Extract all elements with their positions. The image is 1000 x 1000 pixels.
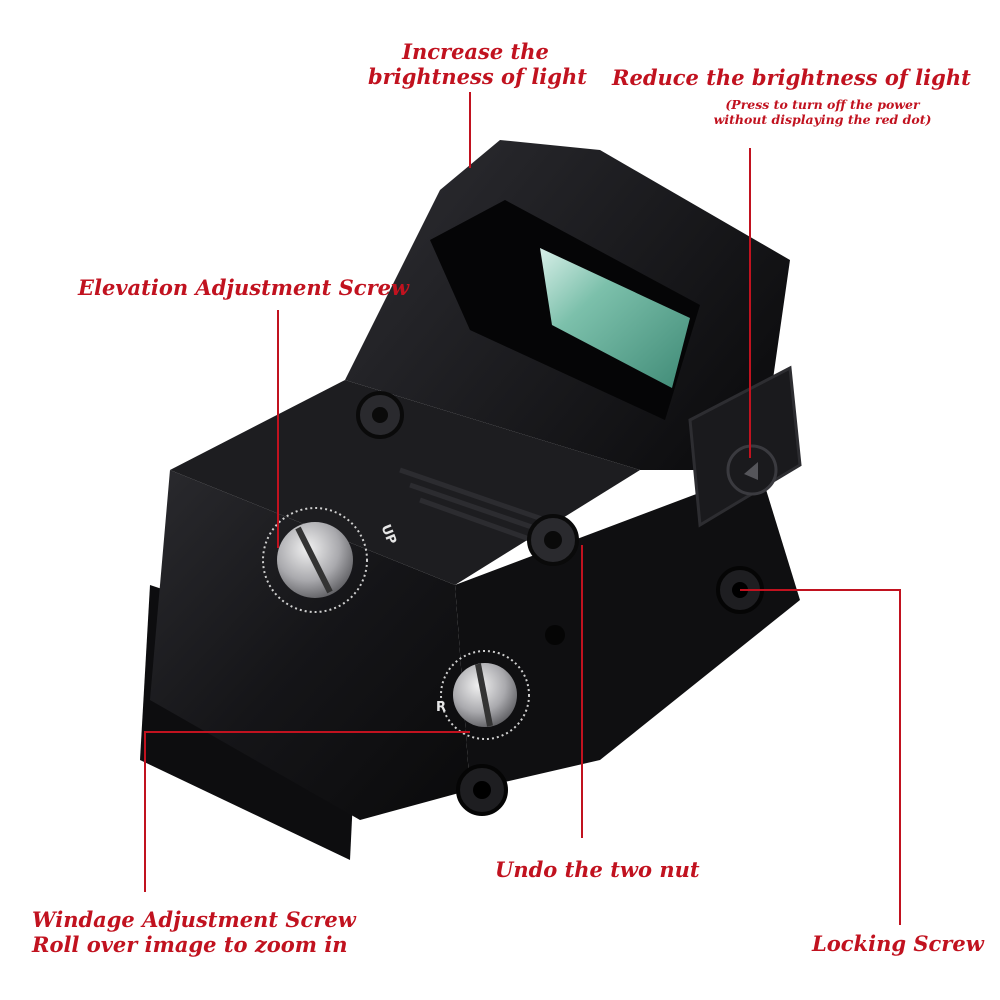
engraving-r: R	[436, 700, 447, 715]
side-pin	[545, 625, 565, 645]
label-locking-screw: Locking Screw	[812, 931, 984, 956]
label-undo-nut: Undo the two nut	[495, 857, 700, 882]
label-increase-brightness: Increase the brightness of light	[368, 39, 587, 89]
leader-lines	[144, 92, 901, 925]
label-reduce-note: (Press to turn off the power without dis…	[713, 97, 932, 127]
leader-windage	[144, 731, 470, 892]
body-right-face	[455, 470, 800, 790]
body-top-deck	[170, 380, 640, 585]
windage-dial-ring	[440, 650, 530, 740]
lens	[540, 248, 690, 388]
label-reduce-brightness: Reduce the brightness of light	[612, 65, 971, 90]
label-windage-screw: Windage Adjustment Screw Roll over image…	[32, 907, 356, 957]
elevation-dial-ring	[262, 507, 368, 613]
label-elevation-screw: Elevation Adjustment Screw	[78, 275, 410, 300]
leader-locking	[740, 589, 901, 925]
